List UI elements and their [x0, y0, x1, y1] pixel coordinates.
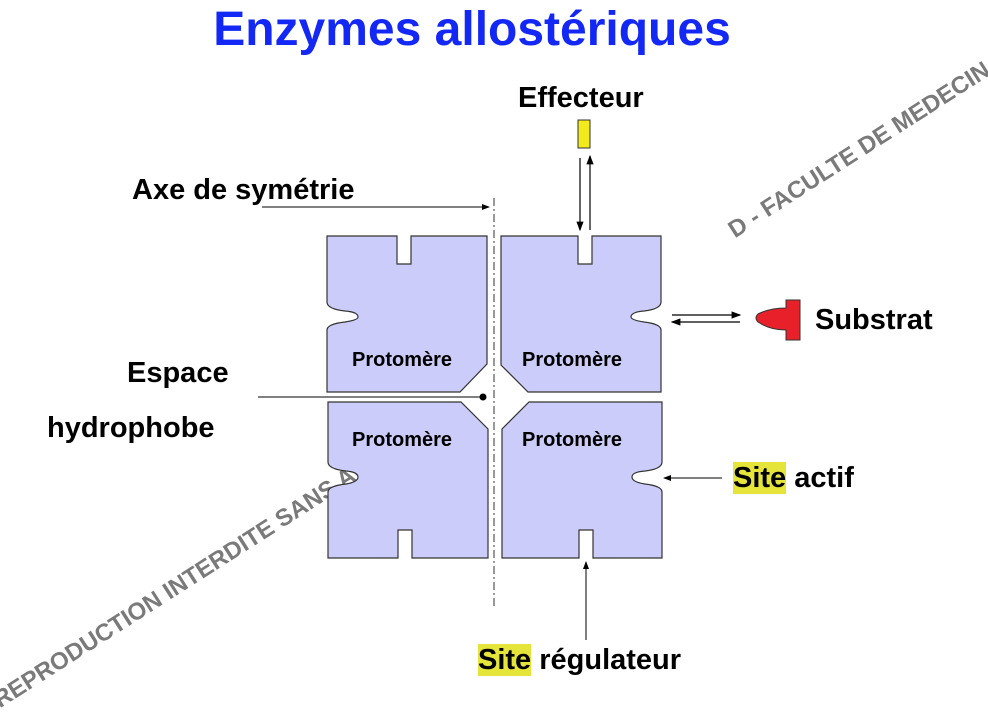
protomer-label: Protomère — [352, 429, 452, 451]
protomer-bottom-right — [501, 401, 663, 559]
protomer-label: Protomère — [522, 349, 622, 371]
page-title: Enzymes allostériques — [213, 3, 731, 56]
site-highlight: Site — [478, 644, 532, 676]
espace-dot — [479, 393, 487, 401]
site-actif-label: Site actif — [733, 462, 854, 495]
protomer-bottom-left — [327, 401, 489, 559]
effecteur-label: Effecteur — [518, 82, 644, 114]
effecteur-icon — [577, 119, 591, 149]
site-regulateur-label: Site régulateur — [478, 644, 681, 677]
regulateur-text: régulateur — [531, 644, 682, 676]
protomer-label: Protomère — [352, 349, 452, 371]
protomer-label: Protomère — [522, 429, 622, 451]
espace-label: Espace — [127, 357, 229, 389]
protomer-top-right — [500, 235, 662, 393]
hydrophobe-label: hydrophobe — [47, 412, 215, 444]
actif-text: actif — [786, 462, 854, 494]
axe-label: Axe de symétrie — [132, 174, 355, 206]
site-highlight: Site — [733, 462, 787, 494]
substrat-icon — [755, 299, 801, 341]
substrat-label: Substrat — [815, 304, 933, 336]
protomer-top-left — [326, 235, 488, 393]
